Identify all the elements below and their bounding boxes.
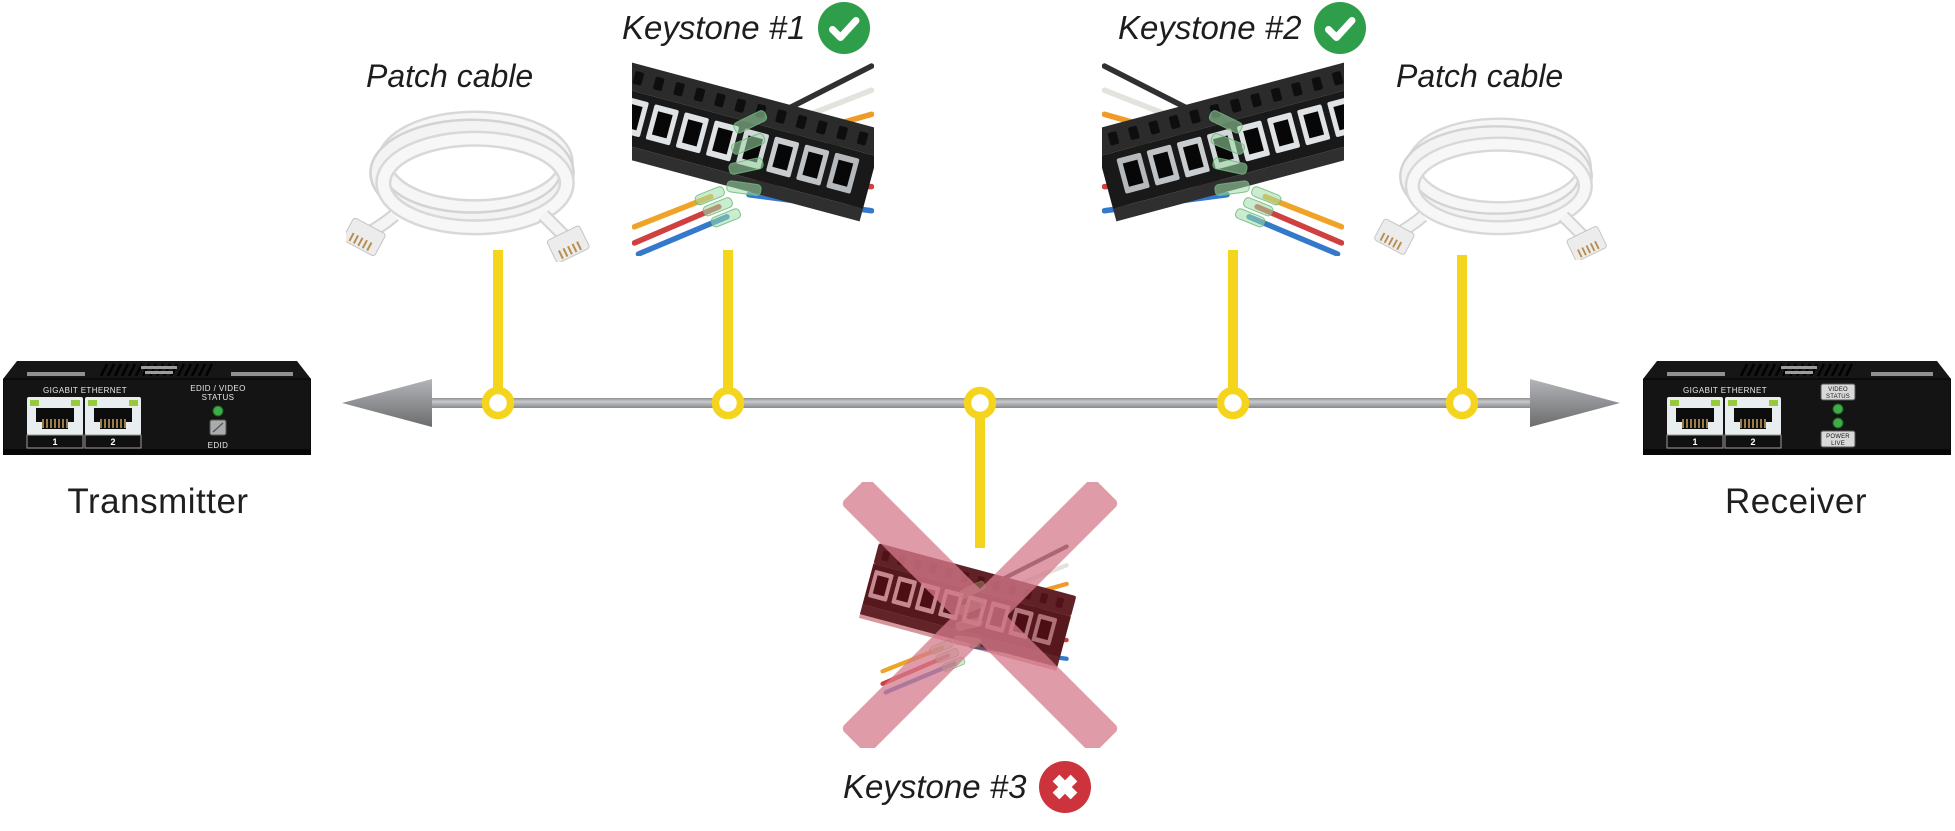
svg-text:LIVE: LIVE — [1831, 441, 1845, 447]
power-live-plate: POWER LIVE — [1820, 430, 1856, 448]
keystone-1-image — [632, 50, 874, 256]
keystone-3-label-row: Keystone #3 — [843, 761, 1092, 813]
tx-port-2-label: 2 — [110, 437, 115, 447]
svg-text:STATUS: STATUS — [1826, 394, 1850, 400]
patch-cable-right-image — [1374, 108, 1618, 260]
check-icon — [818, 2, 871, 54]
tx-status-led — [212, 405, 224, 417]
junction-node — [963, 386, 997, 420]
rj45-port-1: 1 — [26, 397, 84, 449]
tx-status-label-line2: STATUS — [202, 393, 235, 402]
keystone-3-label: Keystone #3 — [843, 768, 1027, 805]
tx-port-1-label: 1 — [52, 437, 57, 447]
junction-node — [1445, 386, 1479, 420]
edid-button — [209, 419, 227, 436]
tx-ethernet-label: GIGABIT ETHERNET — [43, 386, 127, 395]
junction-nodes — [481, 386, 1479, 420]
rx-port-2-label: 2 — [1750, 437, 1755, 447]
keystone-3-image — [842, 482, 1118, 748]
arrow-right-icon — [1530, 379, 1620, 427]
junction-node — [481, 386, 515, 420]
x-mark-overlay — [842, 482, 1118, 748]
junction-node — [711, 386, 745, 420]
rx-ethernet-label: GIGABIT ETHERNET — [1683, 386, 1767, 395]
keystone-2-label: Keystone #2 — [1118, 9, 1302, 46]
rj45-port-1: 1 — [1666, 397, 1724, 449]
rj45-port-2: 2 — [1724, 397, 1782, 449]
check-icon — [1314, 2, 1367, 54]
patch-cable-left-label: Patch cable — [366, 58, 534, 94]
svg-text:VIDEO: VIDEO — [1828, 387, 1848, 393]
rx-power-led — [1832, 417, 1844, 429]
cross-icon — [1039, 761, 1092, 813]
arrow-left-icon — [342, 379, 432, 427]
tx-edid-label: EDID — [208, 441, 229, 450]
svg-text:POWER: POWER — [1826, 434, 1850, 440]
patch-cable-right-label: Patch cable — [1396, 58, 1564, 94]
main-cable-line — [428, 398, 1532, 408]
transmitter-label: Transmitter — [67, 482, 249, 521]
rj45-port-2: 2 — [84, 397, 142, 449]
transmitter-device: GIGABIT ETHERNET 1 — [3, 361, 311, 455]
junction-node — [1216, 386, 1250, 420]
video-status-plate: VIDEO STATUS — [1820, 383, 1856, 401]
rx-video-led — [1832, 403, 1844, 415]
brand-mark — [141, 366, 177, 374]
rx-port-1-label: 1 — [1692, 437, 1697, 447]
keystone-1-label-row: Keystone #1 — [622, 2, 871, 54]
brand-mark — [1781, 366, 1817, 374]
receiver-label: Receiver — [1724, 482, 1868, 521]
receiver-device: GIGABIT ETHERNET 1 — [1643, 361, 1951, 455]
keystone-2-image — [1102, 50, 1344, 256]
tx-status-label-line1: EDID / VIDEO — [190, 384, 245, 393]
keystone-1-label: Keystone #1 — [622, 9, 806, 46]
patch-cable-left-image — [346, 100, 598, 262]
keystone-2-label-row: Keystone #2 — [1118, 2, 1367, 54]
